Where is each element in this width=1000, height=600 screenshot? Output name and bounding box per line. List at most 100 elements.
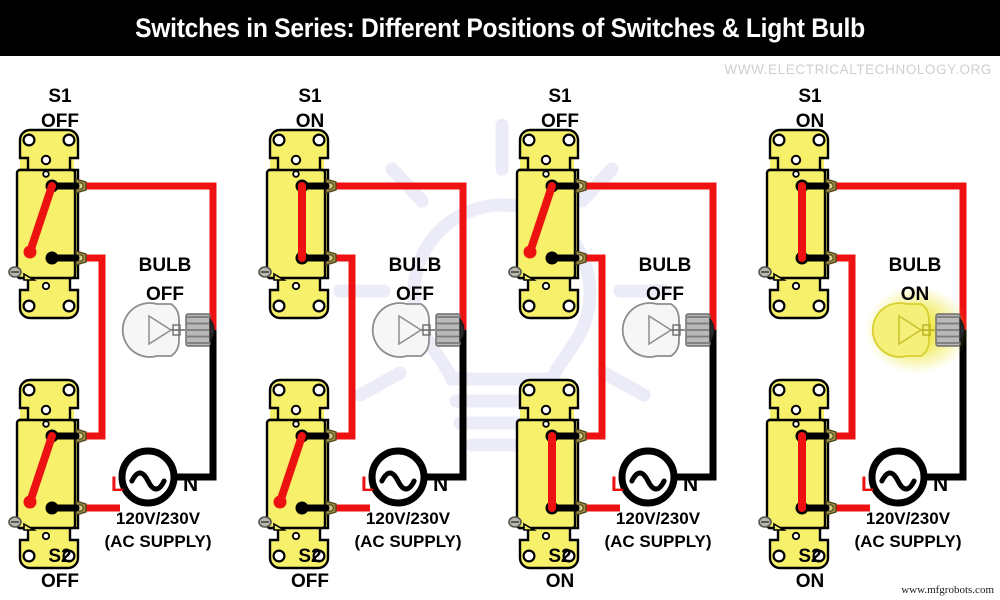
strap-vent-hole-lower bbox=[542, 170, 550, 178]
strap-screw-hole-bottom-left bbox=[522, 299, 536, 313]
ac-sine-wave bbox=[379, 470, 417, 492]
bulb-filament-coil bbox=[422, 324, 431, 336]
switch2-state-label: OFF bbox=[41, 571, 79, 592]
ac-supply-symbol bbox=[118, 447, 178, 507]
strap-screw-hole-top-right bbox=[562, 133, 576, 147]
strap-screw-hole-bottom-left bbox=[272, 549, 286, 563]
switch-lever-open[interactable] bbox=[26, 432, 56, 506]
panel-schematic-2 bbox=[258, 128, 467, 570]
switch1-state-label: ON bbox=[795, 111, 825, 132]
switch2-state-label: ON bbox=[545, 571, 575, 592]
strap-vent-hole-lower bbox=[42, 170, 50, 178]
wire-switch1-to-bulb bbox=[80, 182, 217, 330]
ac-supply-symbol bbox=[868, 447, 928, 507]
bulb-glass bbox=[371, 302, 430, 358]
strap-screw-hole-top-left bbox=[272, 383, 286, 397]
switch-lever-pivot bbox=[273, 495, 287, 509]
switch-body bbox=[765, 418, 827, 530]
bulb-name-label: BULB bbox=[638, 255, 692, 276]
bulb-glass bbox=[121, 302, 180, 358]
strap-vent-hole-upper bbox=[290, 154, 302, 166]
switch-lever-pivot bbox=[23, 245, 37, 259]
wall-switch-S2[interactable] bbox=[758, 378, 837, 570]
bulb-screw-base bbox=[935, 313, 965, 347]
circuit-panel-1: S1 OFF S2 OFF BULB OFF L N 120V/230V (AC… bbox=[0, 0, 250, 600]
internal-contact-bottom bbox=[295, 501, 309, 515]
ac-sine-wave bbox=[129, 470, 167, 492]
wire-switch1-to-bulb bbox=[330, 182, 467, 330]
bulb-state-label: OFF bbox=[646, 284, 684, 305]
strap-vent-hole-bottom bbox=[541, 281, 551, 291]
switch1-name-label: S1 bbox=[298, 86, 322, 107]
switch-notch bbox=[23, 272, 37, 281]
switch2-state-label: OFF bbox=[291, 571, 329, 592]
switch-lever-open[interactable] bbox=[526, 182, 556, 256]
strap-vent-hole-lower bbox=[292, 420, 300, 428]
switch1-state-label: ON bbox=[295, 111, 325, 132]
strap-vent-hole-bottom bbox=[791, 531, 801, 541]
bulb-screw-base bbox=[685, 313, 715, 347]
switch2-name-label: S2 bbox=[798, 546, 822, 567]
switch-notch bbox=[773, 272, 787, 281]
light-bulb bbox=[865, 286, 969, 374]
title-bar: Switches in Series: Different Positions … bbox=[0, 0, 1000, 56]
light-bulb bbox=[371, 302, 465, 358]
bulb-filament-coil bbox=[672, 324, 681, 336]
strap-vent-hole-bottom bbox=[291, 281, 301, 291]
supply-type-label: (AC SUPPLY) bbox=[354, 532, 462, 551]
neutral-terminal-label: N bbox=[433, 473, 449, 496]
strap-screw-hole-bottom-right bbox=[62, 299, 76, 313]
wall-switch-S1[interactable] bbox=[508, 128, 587, 320]
switch-lever-open[interactable] bbox=[276, 432, 306, 506]
strap-screw-hole-top-right bbox=[812, 133, 826, 147]
wiring bbox=[330, 182, 467, 512]
bulb-base-tip bbox=[959, 317, 965, 343]
strap-vent-hole-bottom bbox=[41, 531, 51, 541]
wall-switch-S2[interactable] bbox=[8, 378, 87, 570]
light-bulb bbox=[621, 302, 715, 358]
strap-vent-hole-upper bbox=[540, 154, 552, 166]
switch-notch bbox=[273, 522, 287, 531]
strap-screw-hole-bottom-left bbox=[272, 299, 286, 313]
strap-screw-hole-top-right bbox=[62, 133, 76, 147]
strap-screw-hole-bottom-left bbox=[772, 549, 786, 563]
wire-neutral-to-bulb bbox=[176, 330, 217, 481]
strap-screw-hole-top-left bbox=[772, 133, 786, 147]
ac-supply-symbol bbox=[618, 447, 678, 507]
switch-body bbox=[515, 418, 577, 530]
strap-vent-hole-upper bbox=[40, 404, 52, 416]
wire-switch1-to-bulb bbox=[830, 182, 967, 330]
strap-screw-hole-top-left bbox=[522, 383, 536, 397]
strap-screw-hole-bottom-left bbox=[22, 549, 36, 563]
bulb-filament-support bbox=[398, 314, 423, 346]
ac-supply-symbol bbox=[368, 447, 428, 507]
switch1-name-label: S1 bbox=[48, 86, 72, 107]
wall-switch-S2[interactable] bbox=[258, 378, 337, 570]
switch-lever-open[interactable] bbox=[26, 182, 56, 256]
strap-screw-hole-top-right bbox=[812, 383, 826, 397]
supply-voltage-label: 120V/230V bbox=[615, 509, 701, 528]
internal-contact-bottom bbox=[45, 501, 59, 515]
wall-switch-S1[interactable] bbox=[758, 128, 837, 320]
wire-switch1-to-bulb bbox=[580, 182, 717, 330]
wiring bbox=[80, 182, 217, 512]
bulb-state-label: ON bbox=[900, 284, 930, 305]
bulb-screw-base bbox=[435, 313, 465, 347]
site-watermark: www.mfgrobots.com bbox=[901, 584, 994, 596]
bulb-state-label: OFF bbox=[396, 284, 434, 305]
switch-body bbox=[765, 168, 827, 280]
wall-switch-S2[interactable] bbox=[508, 378, 587, 570]
circuit-panel-3: S1 OFF S2 ON BULB OFF L N 120V/230V (AC … bbox=[500, 0, 750, 600]
neutral-terminal-label: N bbox=[183, 473, 199, 496]
switch-notch bbox=[773, 522, 787, 531]
neutral-terminal-label: N bbox=[933, 473, 949, 496]
strap-vent-hole-lower bbox=[42, 420, 50, 428]
wall-switch-S1[interactable] bbox=[258, 128, 337, 320]
strap-screw-hole-top-left bbox=[272, 133, 286, 147]
strap-vent-hole-upper bbox=[790, 404, 802, 416]
wall-switch-S1[interactable] bbox=[8, 128, 87, 320]
strap-vent-hole-lower bbox=[292, 170, 300, 178]
strap-screw-hole-bottom-right bbox=[312, 549, 326, 563]
strap-screw-hole-bottom-right bbox=[62, 549, 76, 563]
